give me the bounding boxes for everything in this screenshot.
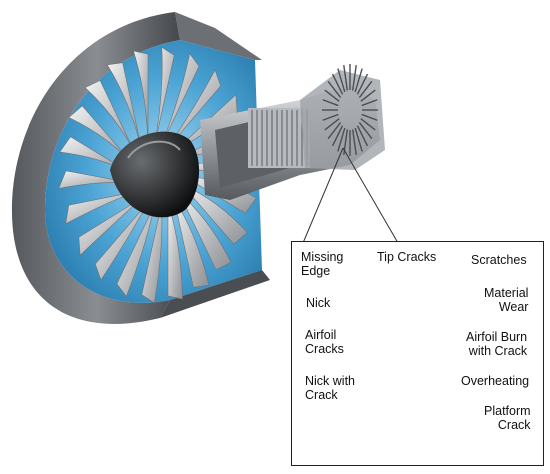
fan-blade (141, 204, 163, 304)
engine-core (200, 70, 385, 200)
turbine-spoke (358, 122, 373, 140)
turbine-spoke (351, 65, 357, 91)
turbine-spoke (351, 129, 357, 155)
fan-blade (133, 50, 149, 148)
fan-blade (106, 62, 143, 153)
turbine-spoke (324, 89, 340, 102)
label-nick: Nick (306, 296, 331, 310)
fan-blade (173, 197, 210, 288)
turbine-spoke (360, 118, 376, 131)
turbine-spoke (356, 73, 369, 95)
fan-blade (167, 69, 222, 148)
fan-blade (167, 202, 183, 300)
label-scratches: Scratches (471, 253, 527, 267)
turbine-spoke (356, 125, 369, 147)
turbine-spoke (322, 99, 339, 107)
fan-blade (154, 46, 175, 146)
fan-blade (78, 197, 143, 256)
turbine-spoke (337, 68, 346, 93)
fan-blade (177, 190, 232, 270)
callout-line (302, 147, 399, 244)
turbine-spoke (343, 65, 349, 91)
label-overheating: Overheating (461, 374, 530, 388)
turbine-spoke (327, 122, 342, 140)
blade-defects-inset (291, 241, 544, 466)
turbine-spoke (337, 127, 346, 152)
turbine-spoke (327, 80, 342, 98)
exhaust-turbine (322, 64, 378, 156)
turbine-spoke (354, 127, 363, 152)
turbine-spoke (360, 89, 376, 102)
fan-blade (161, 52, 200, 146)
turbine-spoke (331, 125, 344, 147)
turbine-spoke (361, 99, 378, 107)
fan-blade (84, 80, 139, 159)
fan-blade (65, 190, 138, 225)
fan-blade (180, 183, 248, 245)
turbine-spoke (354, 68, 363, 93)
spinner-cone (110, 131, 200, 218)
fan-blade (68, 105, 136, 167)
fan-blade (116, 204, 155, 298)
turbine-spoke (361, 113, 378, 121)
label-tip-cracks: Tip Cracks (377, 250, 437, 264)
turbine-spoke (322, 113, 339, 121)
turbine-spoke (324, 118, 340, 131)
turbine-spoke (331, 73, 344, 95)
turbine-spoke (358, 80, 373, 98)
fan-blade (94, 202, 149, 281)
